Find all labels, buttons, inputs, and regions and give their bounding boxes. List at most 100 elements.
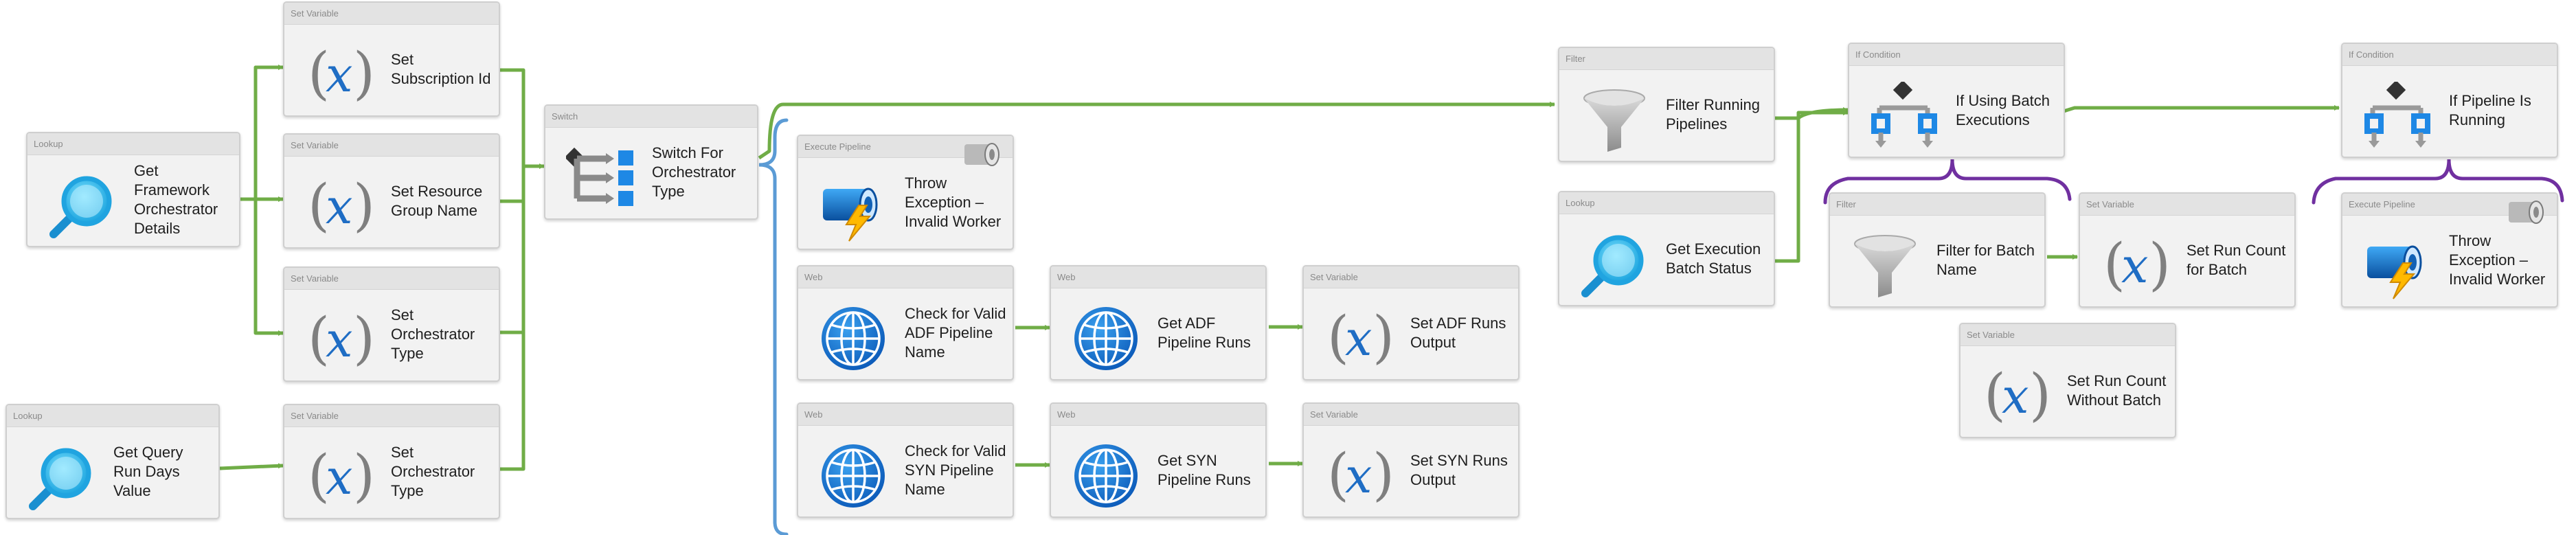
activity-name: Set ADF Runs Output xyxy=(1410,315,1506,351)
activity-if-pipeline-is-running[interactable]: If Condition If Pipeline Is Running xyxy=(2341,43,2558,158)
activity-set-variable-subscription-id[interactable]: Set Variable ( ) x Set Subscription Id xyxy=(283,1,500,117)
pipeline-bolt-icon xyxy=(819,174,888,242)
magnifier-icon xyxy=(48,171,117,240)
connector-filter-running-to-if-batch xyxy=(1774,107,1849,120)
globe-icon xyxy=(1072,442,1140,510)
activity-type-label: Filter xyxy=(1830,194,2044,216)
svg-text:(: ( xyxy=(308,306,330,372)
activity-switch-for-orchestrator-type[interactable]: Switch Switch For Orchestrator Type xyxy=(544,104,758,220)
svg-text:(: ( xyxy=(2103,232,2125,297)
activity-web-get-syn-pipeline-runs[interactable]: Web Get SYN Pipeline Runs xyxy=(1050,402,1267,518)
activity-web-get-adf-pipeline-runs[interactable]: Web Get ADF Pipeline Runs xyxy=(1050,265,1267,380)
activity-set-variable-syn-runs-output[interactable]: Set Variable ( ) x Set SYN Runs Output xyxy=(1302,402,1519,518)
svg-text:): ) xyxy=(353,444,374,509)
pipeline-badge-icon xyxy=(2505,198,2549,227)
activity-type-label: Set Variable xyxy=(284,3,499,25)
activity-lookup-get-framework-orchestrator-details[interactable]: Lookup Get Framework Orchestrator Detail… xyxy=(26,132,240,247)
activity-type-label: Set Variable xyxy=(1304,266,1518,288)
svg-text:(: ( xyxy=(308,41,330,106)
activity-name: Throw Exception – Invalid Worker xyxy=(905,174,1002,230)
activity-name: Check for Valid ADF Pipeline Name xyxy=(905,305,1006,361)
activity-filter-for-batch-name[interactable]: Filter Filter for Batch Name xyxy=(1829,192,2046,308)
variable-x-icon: ( ) x xyxy=(1324,442,1393,510)
if-condition-icon xyxy=(2363,82,2432,150)
activity-web-check-valid-syn-pipeline-name[interactable]: Web Check for Valid SYN Pipeline Name xyxy=(797,402,1014,518)
activity-name: Set Resource Group Name xyxy=(391,183,483,219)
activity-type-label: Filter xyxy=(1559,48,1774,70)
switch-icon xyxy=(566,144,635,212)
connector-query-days-to-orchestrator-type xyxy=(219,463,284,470)
variable-x-icon: ( ) x xyxy=(1981,362,2050,431)
if-condition-icon xyxy=(1870,82,1939,150)
activity-type-label: Web xyxy=(1051,404,1265,426)
connector-framework-to-orchestrator-type xyxy=(240,197,284,336)
variable-x-icon: ( ) x xyxy=(2101,231,2169,300)
globe-icon xyxy=(819,442,888,510)
activity-name: Filter for Batch Name xyxy=(1936,242,2035,278)
svg-text:): ) xyxy=(353,41,374,106)
activity-lookup-get-query-run-days-value[interactable]: Lookup Get Query Run Days Value xyxy=(5,404,220,519)
activity-type-label: Web xyxy=(1051,266,1265,288)
switch-case-bracket xyxy=(758,118,789,535)
globe-icon xyxy=(819,304,888,373)
svg-text:): ) xyxy=(2149,232,2169,297)
activity-type-label: Lookup xyxy=(27,133,239,155)
svg-text:x: x xyxy=(326,449,352,505)
activity-name: Set Run Count Without Batch xyxy=(2067,372,2167,409)
activity-execute-pipeline-throw-exception-2[interactable]: Execute Pipeline Throw Exception – Inval… xyxy=(2341,192,2558,308)
activity-name: Set Run Count for Batch xyxy=(2187,242,2286,278)
variable-x-icon: ( ) x xyxy=(305,41,374,109)
connector-if-batch-to-if-running xyxy=(2063,105,2340,113)
activity-type-label: Lookup xyxy=(1559,192,1774,214)
activity-type-label: Switch xyxy=(545,106,757,128)
svg-text:x: x xyxy=(2121,238,2148,294)
svg-text:(: ( xyxy=(1327,442,1349,508)
svg-text:): ) xyxy=(353,306,374,372)
activity-type-label: Set Variable xyxy=(284,268,499,290)
connector-framework-to-subscription xyxy=(240,65,284,201)
variable-x-icon: ( ) x xyxy=(305,443,374,512)
activity-lookup-get-execution-batch-status[interactable]: Lookup Get Execution Batch Status xyxy=(1558,191,1775,306)
activity-set-variable-orchestrator-type-2[interactable]: Set Variable ( ) x Set Orchestrator Type xyxy=(283,404,500,519)
svg-text:): ) xyxy=(1372,442,1393,508)
svg-text:x: x xyxy=(2002,368,2029,424)
activity-execute-pipeline-throw-exception-1[interactable]: Execute Pipeline Throw Exception – Inval… xyxy=(797,135,1014,250)
activity-name: Set SYN Runs Output xyxy=(1410,452,1508,488)
activity-name: Set Orchestrator Type xyxy=(391,444,475,499)
magnifier-icon xyxy=(1580,230,1649,299)
svg-text:(: ( xyxy=(1327,305,1349,370)
activity-if-using-batch-executions[interactable]: If Condition If Using Batch Executions xyxy=(1848,43,2065,158)
activity-name: Get SYN Pipeline Runs xyxy=(1157,452,1251,488)
activity-type-label: Set Variable xyxy=(1304,404,1518,426)
variable-x-icon: ( ) x xyxy=(305,306,374,374)
activity-name: If Pipeline Is Running xyxy=(2449,92,2531,128)
activity-name: Get Execution Batch Status xyxy=(1666,240,1761,277)
svg-text:x: x xyxy=(1345,310,1372,367)
activity-type-label: Set Variable xyxy=(284,405,499,427)
activity-filter-running-pipelines[interactable]: Filter Filter Running Pipelines xyxy=(1558,47,1775,162)
activity-name: Filter Running Pipelines xyxy=(1666,96,1760,133)
svg-text:x: x xyxy=(326,312,352,368)
activity-set-variable-adf-runs-output[interactable]: Set Variable ( ) x Set ADF Runs Output xyxy=(1302,265,1519,380)
activity-name: Throw Exception – Invalid Worker xyxy=(2449,232,2546,288)
activity-set-variable-orchestrator-type-1[interactable]: Set Variable ( ) x Set Orchestrator Type xyxy=(283,266,500,382)
svg-text:): ) xyxy=(2029,363,2050,428)
activity-name: Set Orchestrator Type xyxy=(391,306,475,362)
activity-name: Get Query Run Days Value xyxy=(113,444,183,499)
activity-name: Get Framework Orchestrator Details xyxy=(134,162,218,237)
activity-name: Set Subscription Id xyxy=(391,51,491,87)
activity-type-label: Lookup xyxy=(7,405,218,427)
svg-text:(: ( xyxy=(308,173,330,238)
activity-name: If Using Batch Executions xyxy=(1956,92,2050,128)
activity-web-check-valid-adf-pipeline-name[interactable]: Web Check for Valid ADF Pipeline Name xyxy=(797,265,1014,380)
globe-icon xyxy=(1072,304,1140,373)
pipeline-bolt-icon xyxy=(2363,231,2432,300)
svg-text:): ) xyxy=(1372,305,1393,370)
svg-text:(: ( xyxy=(1984,363,2006,428)
activity-type-label: If Condition xyxy=(2342,44,2557,66)
variable-x-icon: ( ) x xyxy=(1324,304,1393,373)
activity-name: Get ADF Pipeline Runs xyxy=(1157,315,1251,351)
